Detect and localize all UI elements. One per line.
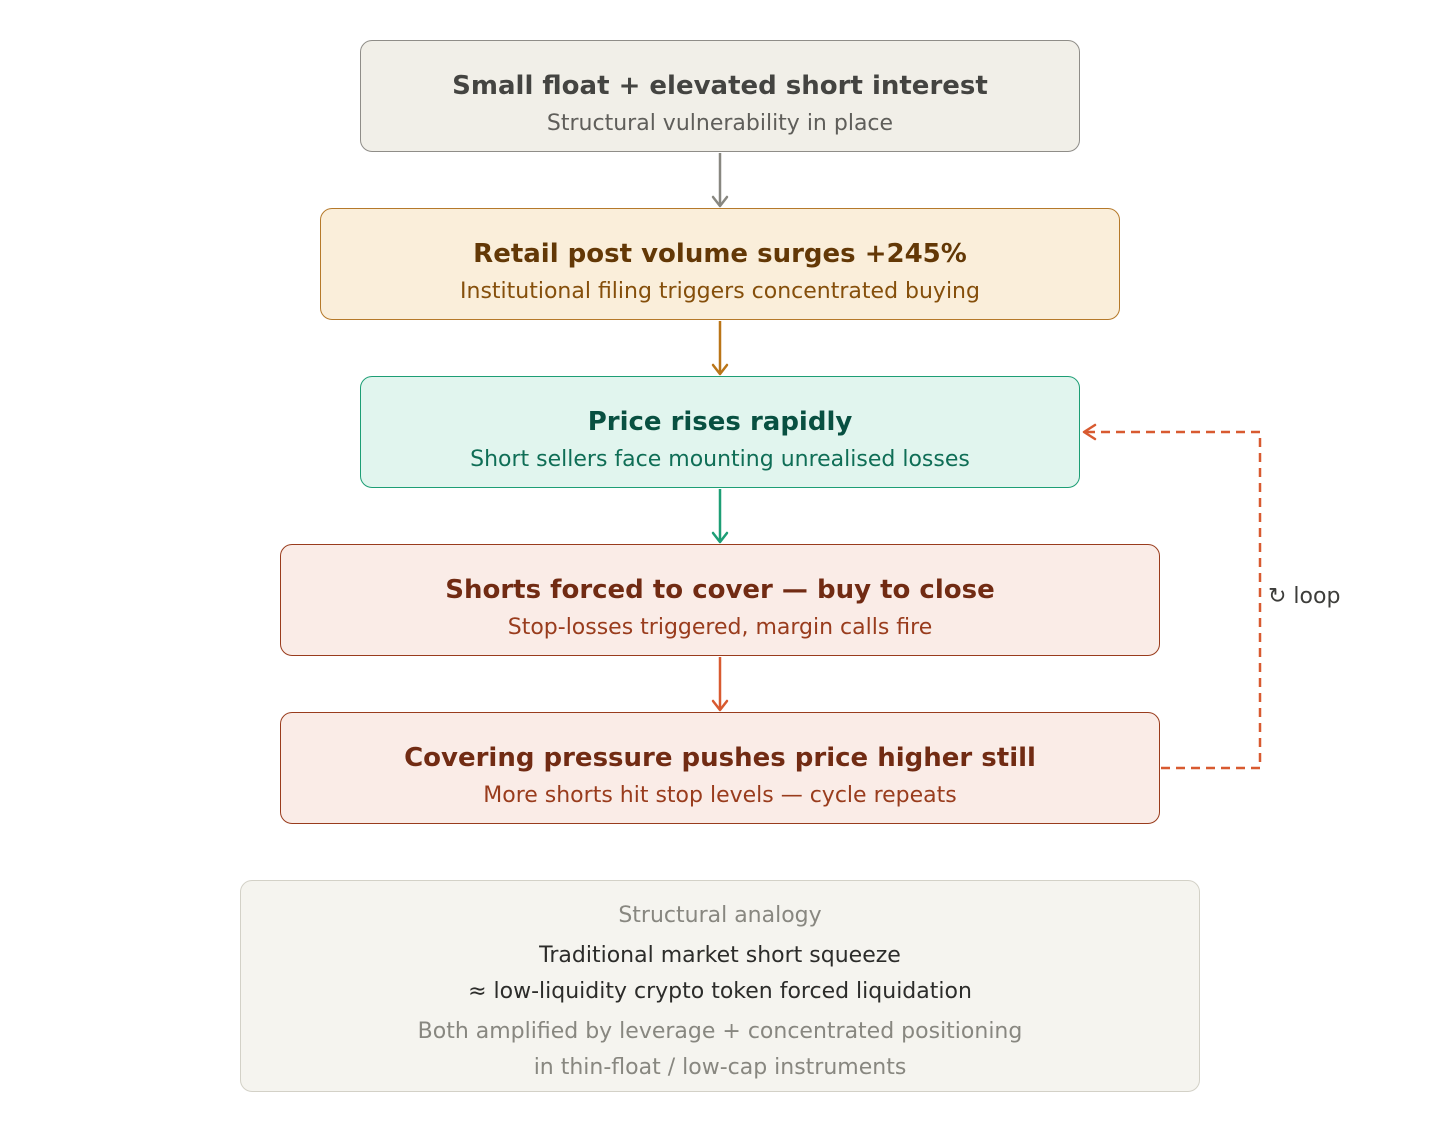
step-title: Small float + elevated short interest bbox=[452, 71, 988, 101]
step-title: Retail post volume surges +245% bbox=[473, 239, 967, 269]
analogy-heading: Structural analogy bbox=[618, 903, 822, 928]
arrow-step1-to-step2 bbox=[711, 153, 729, 208]
step-title: Covering pressure pushes price higher st… bbox=[404, 743, 1036, 773]
step-subtitle: Structural vulnerability in place bbox=[546, 111, 894, 136]
step-subtitle: More shorts hit stop levels — cycle repe… bbox=[483, 783, 957, 808]
analogy-line: Traditional market short squeeze bbox=[539, 943, 901, 968]
step-box-shorts-cover: Shorts forced to cover — buy to close St… bbox=[280, 544, 1160, 656]
step-box-covering-pressure: Covering pressure pushes price higher st… bbox=[280, 712, 1160, 824]
step-subtitle: Institutional filing triggers concentrat… bbox=[460, 279, 980, 304]
feedback-loop-arrow bbox=[1082, 423, 1262, 770]
loop-label: ↻ loop bbox=[1268, 584, 1341, 609]
step-box-retail-volume-surge: Retail post volume surges +245% Institut… bbox=[320, 208, 1120, 320]
analogy-note: in thin-float / low-cap instruments bbox=[533, 1055, 907, 1080]
arrow-step3-to-step4 bbox=[711, 489, 729, 544]
step-subtitle: Short sellers face mounting unrealised l… bbox=[470, 447, 970, 472]
step-subtitle: Stop-losses triggered, margin calls fire bbox=[507, 615, 933, 640]
step-title: Price rises rapidly bbox=[587, 407, 853, 437]
analogy-panel: Structural analogy Traditional market sh… bbox=[240, 880, 1200, 1092]
step-box-structural-vulnerability: Small float + elevated short interest St… bbox=[360, 40, 1080, 152]
arrow-step2-to-step3 bbox=[711, 321, 729, 376]
analogy-line: ≈ low-liquidity crypto token forced liqu… bbox=[468, 979, 972, 1004]
step-title: Shorts forced to cover — buy to close bbox=[445, 575, 995, 605]
step-box-price-rises: Price rises rapidly Short sellers face m… bbox=[360, 376, 1080, 488]
analogy-note: Both amplified by leverage + concentrate… bbox=[417, 1019, 1023, 1044]
arrow-step4-to-step5 bbox=[711, 657, 729, 712]
